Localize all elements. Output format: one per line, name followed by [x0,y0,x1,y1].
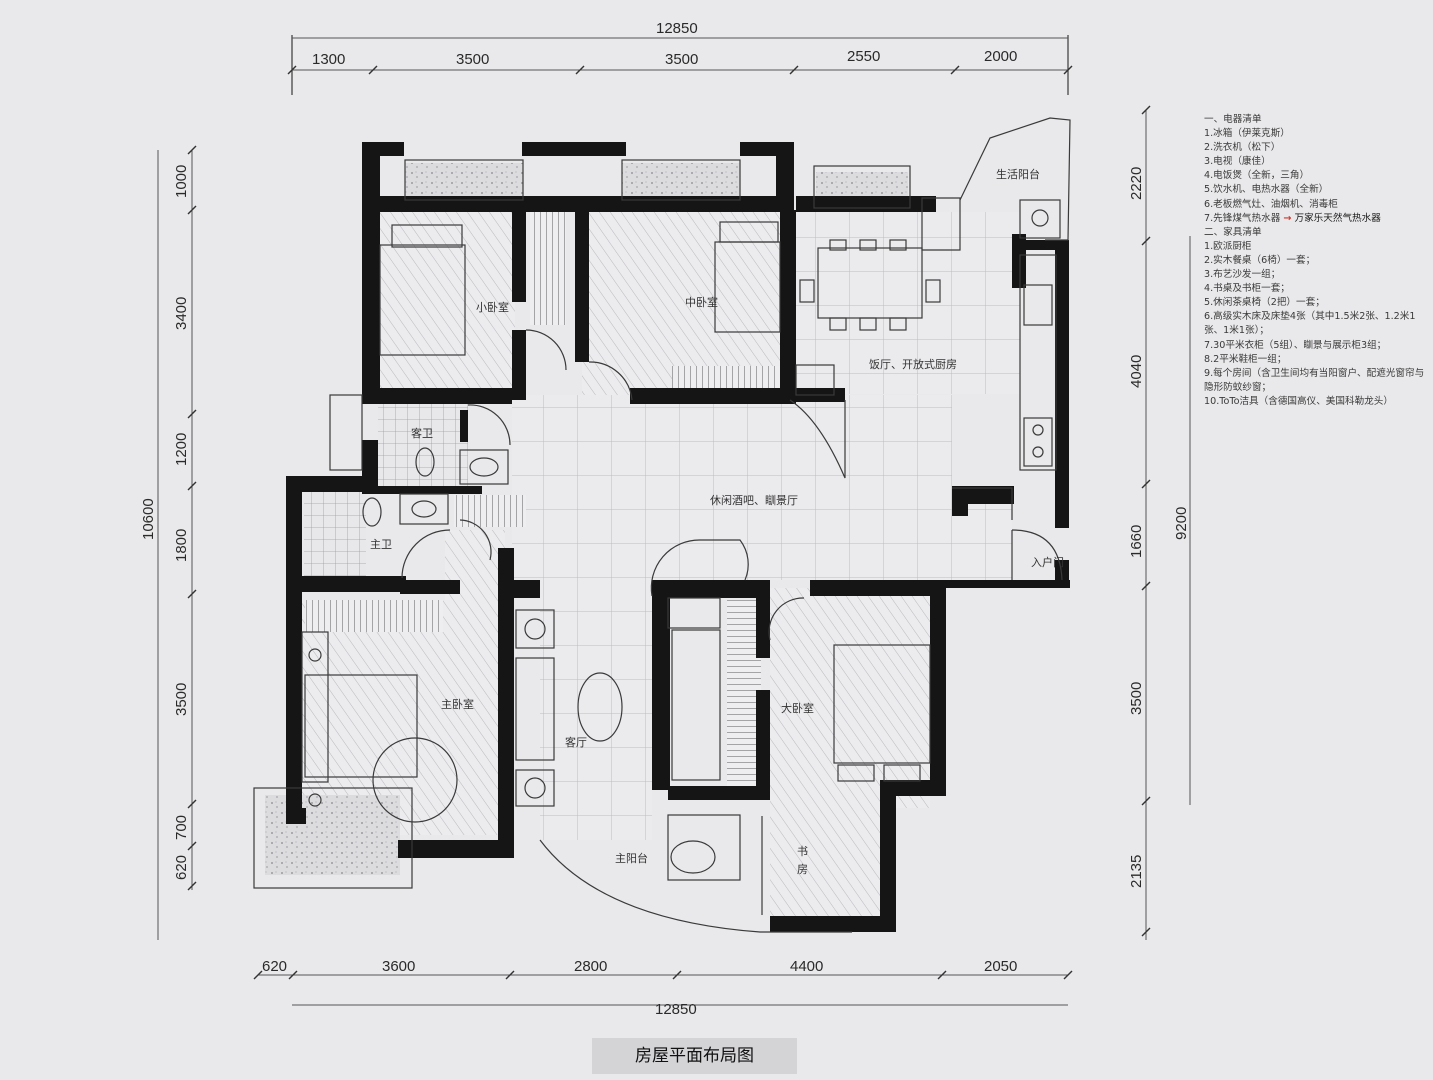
room-label: 主卫 [370,538,392,551]
legend-item: 2.洗衣机（松下） [1204,142,1281,154]
dim-bottom-segment: 4400 [790,958,823,975]
legend-item: 9.每个房间（含卫生间均有当阳窗户、配遮光窗帘与隐形防蚊纱窗； [1204,367,1425,393]
legend-item: 8.2平米鞋柜一组； [1204,353,1287,365]
room-label: 主阳台 [615,851,648,865]
dimension-ticks [187,65,1151,980]
legend-item: 6.老板燃气灶、油烟机、消毒柜 [1204,198,1338,210]
room-label: 中卧室 [685,295,718,309]
legend-header: 一、电器清单 [1204,114,1262,125]
room-label: 入户门 [1031,555,1064,569]
dim-left-segment: 700 [173,815,190,840]
dim-left-segment: 3400 [173,297,190,330]
dim-left-segment: 620 [173,855,190,880]
dim-left-segment: 1000 [173,165,190,198]
dim-bottom-segment: 2050 [984,958,1017,975]
room-label: 书 [797,845,808,858]
walls [286,142,1070,932]
legend-header: 二、家具清单 [1204,226,1262,238]
dim-right-segment: 2135 [1128,855,1145,888]
legend-item-note: 万家乐天然气热水器 [1294,212,1381,224]
room-label: 大卧室 [781,701,814,715]
dim-top-segment: 3500 [665,51,698,68]
dim-right-segment: 4040 [1128,355,1145,388]
dim-right-total: 9200 [1173,507,1190,540]
room-label: 生活阳台 [996,167,1040,181]
dim-left-segment: 1800 [173,529,190,562]
legend-item: 7.30平米衣柜（5组）、瞓景与展示柜3组； [1204,339,1387,351]
furnishing-list: 一、电器清单 1.冰箱（伊莱克斯） 2.洗衣机（松下） 3.电视（康佳） 4.电… [1204,113,1430,409]
room-label: 客卫 [411,426,433,440]
legend-item: 5.饮水机、电热水器（全新） [1204,184,1329,196]
room-label: 客厅 [565,735,587,749]
room-label: 小卧室 [476,300,509,314]
dimension-labels: 12850 1300 3500 3500 2550 2000 620 3600 … [140,20,1190,1018]
dim-right-segment: 3500 [1128,682,1145,715]
legend-item: 3.电视（康佳） [1204,156,1271,168]
legend-item: 3.布艺沙发一组； [1204,269,1281,281]
dim-top-segment: 2550 [847,48,880,65]
dim-bottom-total: 12850 [655,1001,697,1018]
room-label: 饭厅、开放式厨房 [869,357,957,371]
dim-bottom-segment: 2800 [574,958,607,975]
legend-item: 1.冰箱（伊莱克斯） [1204,128,1290,140]
page-title: 房屋平面布局图 [592,1038,797,1074]
dim-top-segment: 3500 [456,51,489,68]
dim-right-segment: 1660 [1128,525,1145,558]
dim-left-segment: 3500 [173,683,190,716]
dim-left-total: 10600 [140,498,157,540]
legend-item: 7.先锋煤气热水器 → 万家乐天然气热水器 [1204,212,1430,226]
legend-item: 4.电饭煲（全新，三角） [1204,170,1310,182]
dim-top-segment: 2000 [984,48,1017,65]
dim-left-segment: 1200 [173,433,190,466]
legend-item: 1.欧派厨柜 [1204,240,1252,252]
room-labels: 小卧室 中卧室 饭厅、开放式厨房 生活阳台 客卫 休闲酒吧、瞓景厅 主卫 入户门… [370,167,1064,876]
legend-item: 5.休闲茶桌椅（2把）一套； [1204,297,1325,309]
dim-bottom-segment: 620 [262,958,287,975]
legend-item-text: 7.先锋煤气热水器 [1204,212,1281,224]
room-label: 房 [797,863,808,876]
legend-item: 6.高级实木床及床垫4张（其中1.5米2张、1.2米1张、1米1张）； [1204,311,1416,337]
arrow-right-icon: → [1283,212,1292,224]
legend-item: 4.书桌及书柜一套； [1204,283,1290,295]
dim-top-total: 12850 [656,20,698,37]
dim-top-segment: 1300 [312,51,345,68]
dim-bottom-segment: 3600 [382,958,415,975]
room-label: 主卧室 [441,697,474,711]
legend-item: 10.ToTo洁具（含德国高仪、美国科勒龙头） [1204,395,1393,407]
fixtures [253,35,1071,933]
legend-item: 2.实木餐桌（6椅）一套； [1204,254,1316,266]
room-label: 休闲酒吧、瞓景厅 [710,493,798,507]
dim-right-segment: 2220 [1128,167,1145,200]
